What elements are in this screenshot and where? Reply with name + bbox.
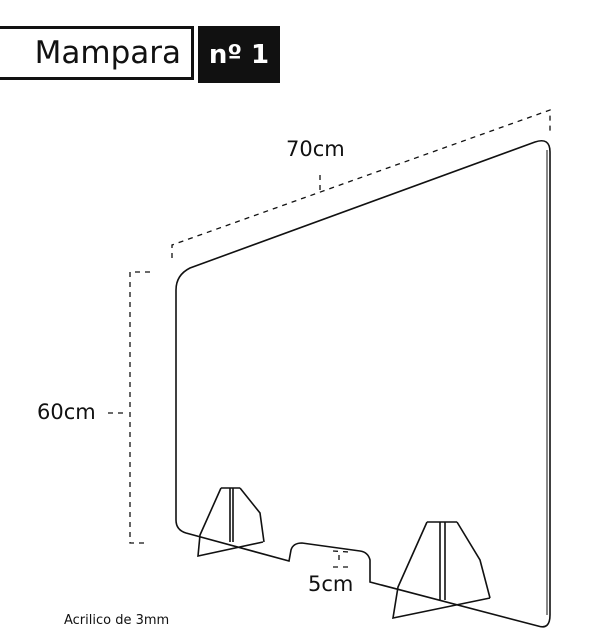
number-badge: nº 1 (198, 26, 280, 83)
title-text: Mampara (34, 35, 181, 71)
width-label: 70cm (286, 137, 345, 161)
left-foot (197, 487, 265, 558)
panel-outline (175, 139, 551, 628)
right-foot (392, 521, 491, 620)
number-text: nº 1 (208, 39, 270, 70)
material-label: Acrilico de 3mm (64, 613, 170, 628)
notch-dimension-line (332, 550, 350, 568)
height-label: 60cm (37, 400, 96, 424)
width-dimension-line (171, 109, 551, 258)
notch-label: 5cm (308, 572, 354, 596)
height-dimension-line (108, 271, 150, 544)
title-label: Mampara (0, 26, 194, 80)
